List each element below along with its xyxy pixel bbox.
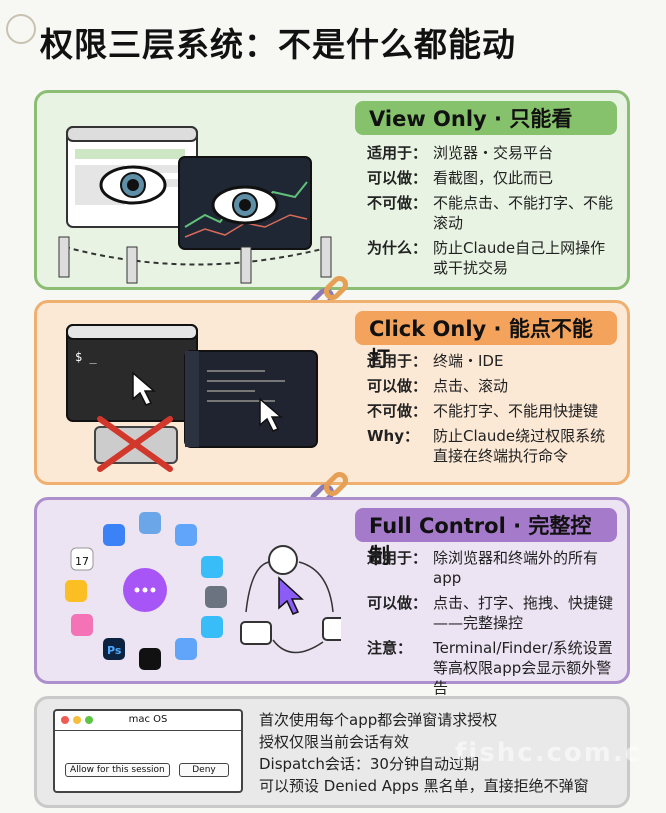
row-label: 不可做： bbox=[367, 402, 428, 420]
photoshop-icon bbox=[103, 638, 125, 660]
row-label: 注意： bbox=[367, 639, 413, 657]
drag-icon bbox=[322, 617, 341, 641]
safari-icon bbox=[201, 556, 223, 578]
logo-icon bbox=[6, 14, 36, 44]
tier-header-full-control: Full Control · 完整控制 bbox=[355, 508, 617, 568]
row-label: 可以做： bbox=[367, 594, 428, 612]
cursor-icon bbox=[132, 371, 157, 406]
dialog-title: mac OS bbox=[128, 714, 168, 725]
row-label: 适用于： bbox=[367, 144, 428, 162]
mail-icon bbox=[103, 524, 125, 546]
tier-view-only: View Only · 只能看 适用于： 浏览器・交易平台 可以做： 看截图，仅此而… bbox=[34, 90, 630, 290]
row-label: 可以做： bbox=[367, 377, 428, 395]
note-line: Dispatch会话：30分钟自动过期 bbox=[259, 755, 479, 773]
note-line: 首次使用每个app都会弹窗请求授权 bbox=[259, 711, 498, 729]
terminal-prompt: $ _ bbox=[75, 350, 97, 364]
notes-panel: mac OS Allow for this session Deny 首次使用每… bbox=[34, 696, 630, 808]
tier-click-only: Click Only · 能点不能打 $ _ 适用于： 终端・IDE 可以做： 点击… bbox=[34, 300, 630, 485]
row-value: 除浏览器和终端外的所有app bbox=[433, 549, 599, 587]
calendar-day: 17 bbox=[75, 555, 89, 568]
row-value: 防止Claude自己上网操作或干扰交易 bbox=[433, 239, 606, 277]
telegram-icon bbox=[201, 616, 223, 638]
click-only-illustration: $ _ bbox=[66, 324, 318, 472]
row-value: 防止Claude绕过权限系统直接在终端执行命令 bbox=[433, 427, 606, 465]
notes-icon bbox=[65, 580, 87, 602]
row-label: 为什么： bbox=[367, 239, 428, 257]
row-value: Terminal/Finder/系统设置等高权限app会显示额外警告 bbox=[433, 639, 613, 697]
settings-icon bbox=[205, 586, 227, 608]
calendar-icon bbox=[70, 547, 94, 571]
dialog-titlebar: mac OS bbox=[55, 711, 241, 731]
safari-icon-2 bbox=[175, 638, 197, 660]
row-label: 不可做： bbox=[367, 194, 428, 212]
row-value: 浏览器・交易平台 bbox=[433, 144, 554, 162]
row-label: 适用于： bbox=[367, 549, 428, 567]
row-label: 适用于： bbox=[367, 352, 428, 370]
finder-icon bbox=[139, 512, 161, 534]
eye-icon-dark bbox=[211, 185, 279, 225]
row-label: 可以做： bbox=[367, 169, 428, 187]
mouse-icon bbox=[268, 545, 298, 575]
note-line: 可以预设 Denied Apps 黑名单，直接拒绝不弹窗 bbox=[259, 777, 589, 795]
maximize-dot-icon[interactable] bbox=[85, 716, 93, 724]
allow-button[interactable]: Allow for this session bbox=[65, 763, 170, 777]
row-value: 终端・IDE bbox=[433, 352, 504, 370]
page-title: 权限三层系统：不是什么都能动 bbox=[40, 25, 516, 64]
cursor-icon-ide bbox=[259, 397, 284, 432]
row-value: 点击、滚动 bbox=[433, 377, 509, 395]
cursor-icon-purple bbox=[278, 576, 304, 615]
close-dot-icon[interactable] bbox=[61, 716, 69, 724]
tier-header-view-only: View Only · 只能看 bbox=[355, 101, 617, 135]
figma-icon bbox=[139, 648, 161, 670]
row-label: Why： bbox=[367, 427, 420, 445]
finder-icon-2 bbox=[175, 524, 197, 546]
tier-full-control: Full Control · 完整控制 17 Ps 适用于： 除浏览器和终端外的所… bbox=[34, 497, 630, 697]
row-value: 不能点击、不能打字、不能滚动 bbox=[433, 194, 614, 232]
tier-header-click-only: Click Only · 能点不能打 bbox=[355, 311, 617, 371]
minimize-dot-icon[interactable] bbox=[73, 716, 81, 724]
full-control-illustration: 17 Ps bbox=[65, 512, 341, 670]
eye-icon bbox=[99, 165, 167, 205]
keyboard-icon-small bbox=[240, 621, 272, 645]
row-value: 点击、打字、拖拽、快捷键——完整操控 bbox=[433, 594, 614, 632]
permission-dialog: mac OS Allow for this session Deny bbox=[53, 709, 243, 793]
deny-button[interactable]: Deny bbox=[179, 763, 229, 777]
photoshop-label: Ps bbox=[107, 644, 122, 657]
note-line: 授权仅限当前会话有效 bbox=[259, 733, 410, 751]
row-value: 不能打字、不能用快捷键 bbox=[433, 402, 599, 420]
row-value: 看截图，仅此而已 bbox=[433, 169, 554, 187]
watermark: fishc.com.c bbox=[455, 738, 643, 768]
view-only-illustration bbox=[58, 126, 332, 284]
photos-icon bbox=[71, 614, 93, 636]
